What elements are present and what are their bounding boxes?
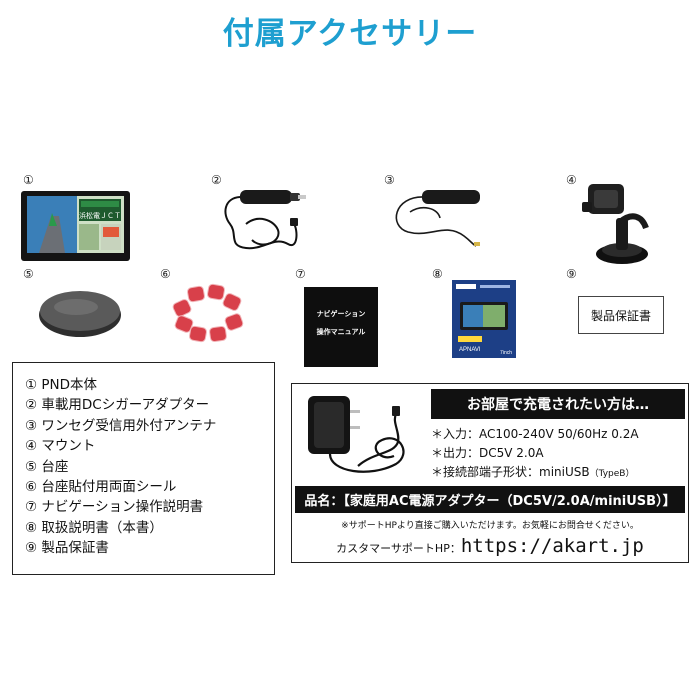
item-number-5: ⑤ bbox=[23, 267, 34, 281]
spec-input: ＊入力：AC100-240V 50/60Hz 0.2A bbox=[431, 427, 639, 441]
warranty-card-image: 製品保証書 bbox=[578, 296, 664, 334]
page-title: 付属アクセサリー bbox=[222, 16, 478, 52]
charger-heading: お部屋で充電されたい方は… bbox=[431, 389, 685, 419]
list-item: ④ マウント bbox=[25, 438, 96, 455]
one-seg-antenna-image bbox=[386, 186, 496, 250]
mount-image bbox=[580, 178, 660, 268]
item-number-7: ⑦ bbox=[295, 267, 306, 281]
manual-line-2: 操作マニュアル bbox=[316, 328, 366, 336]
dc-cigar-adapter-image bbox=[218, 184, 314, 262]
purchase-notice: ※サポートHPより直接ご購入いただけます。お気軽にお問合せください。 bbox=[341, 521, 639, 531]
list-item: ⑧ 取扱説明書（本書） bbox=[25, 519, 163, 536]
product-name-bar: 品名：【家庭用AC電源アダプター（DC5V/2.0A/miniUSB）】 bbox=[295, 486, 685, 513]
instruction-book-image: APNAVI 7inch bbox=[452, 280, 516, 358]
item-number-4: ④ bbox=[566, 173, 577, 187]
support-line: カスタマーサポートHP：https://akart.jp bbox=[295, 535, 685, 557]
base-pad-image bbox=[36, 285, 124, 339]
ac-adapter-info-box bbox=[291, 383, 689, 563]
item-number-1: ① bbox=[23, 173, 34, 187]
list-item: ② 車載用DCシガーアダプター bbox=[25, 397, 210, 414]
spec-connector-type: （TypeB） bbox=[589, 469, 635, 479]
navi-sign-text: 浜松電ＪＣＴ bbox=[79, 211, 121, 220]
book-label: APNAVI bbox=[459, 347, 481, 353]
item-number-8: ⑧ bbox=[432, 267, 443, 281]
spec-connector: ＊接続部端子形状：miniUSB（TypeB） bbox=[431, 463, 634, 480]
list-item: ③ ワンセグ受信用外付アンテナ bbox=[25, 417, 217, 434]
item-number-9: ⑨ bbox=[566, 267, 577, 281]
double-sided-seal-image bbox=[170, 283, 248, 347]
spec-output: ＊出力：DC5V 2.0A bbox=[431, 446, 544, 460]
list-item: ⑥ 台座貼付用両面シール bbox=[25, 479, 177, 496]
accessory-list-box: ① PND本体 ② 車載用DCシガーアダプター ③ ワンセグ受信用外付アンテナ … bbox=[12, 362, 275, 575]
navigation-manual-image: ナビゲーション 操作マニュアル bbox=[304, 287, 378, 367]
support-label: カスタマーサポートHP： bbox=[336, 542, 461, 555]
manual-line-1: ナビゲーション bbox=[316, 310, 366, 318]
list-item: ⑦ ナビゲーション操作説明書 bbox=[25, 499, 204, 516]
list-item: ⑤ 台座 bbox=[25, 458, 69, 475]
book-badge: 7inch bbox=[500, 350, 512, 356]
list-item: ① PND本体 bbox=[25, 377, 98, 393]
support-url-link[interactable]: https://akart.jp bbox=[460, 535, 644, 557]
pnd-unit-image: 浜松電ＪＣＴ bbox=[21, 191, 130, 261]
item-number-3: ③ bbox=[384, 173, 395, 187]
item-number-2: ② bbox=[211, 173, 222, 187]
list-item: ⑨ 製品保証書 bbox=[25, 540, 109, 557]
ac-adapter-image bbox=[300, 392, 420, 484]
spec-connector-text: ＊接続部端子形状：miniUSB bbox=[431, 465, 590, 479]
item-number-6: ⑥ bbox=[160, 267, 171, 281]
